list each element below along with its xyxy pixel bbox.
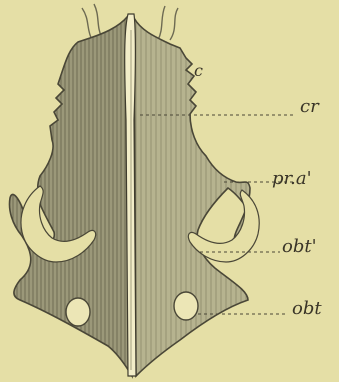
- label-obt: obt: [292, 298, 322, 319]
- label-pr-a: pr.a': [272, 168, 312, 189]
- right-obturator-foramen: [174, 292, 198, 320]
- bone-right-half: [134, 18, 250, 376]
- left-obturator-foramen: [66, 298, 90, 326]
- label-obt-prime: obt': [282, 236, 317, 257]
- label-cr: cr: [300, 96, 320, 117]
- label-c: c: [194, 61, 203, 80]
